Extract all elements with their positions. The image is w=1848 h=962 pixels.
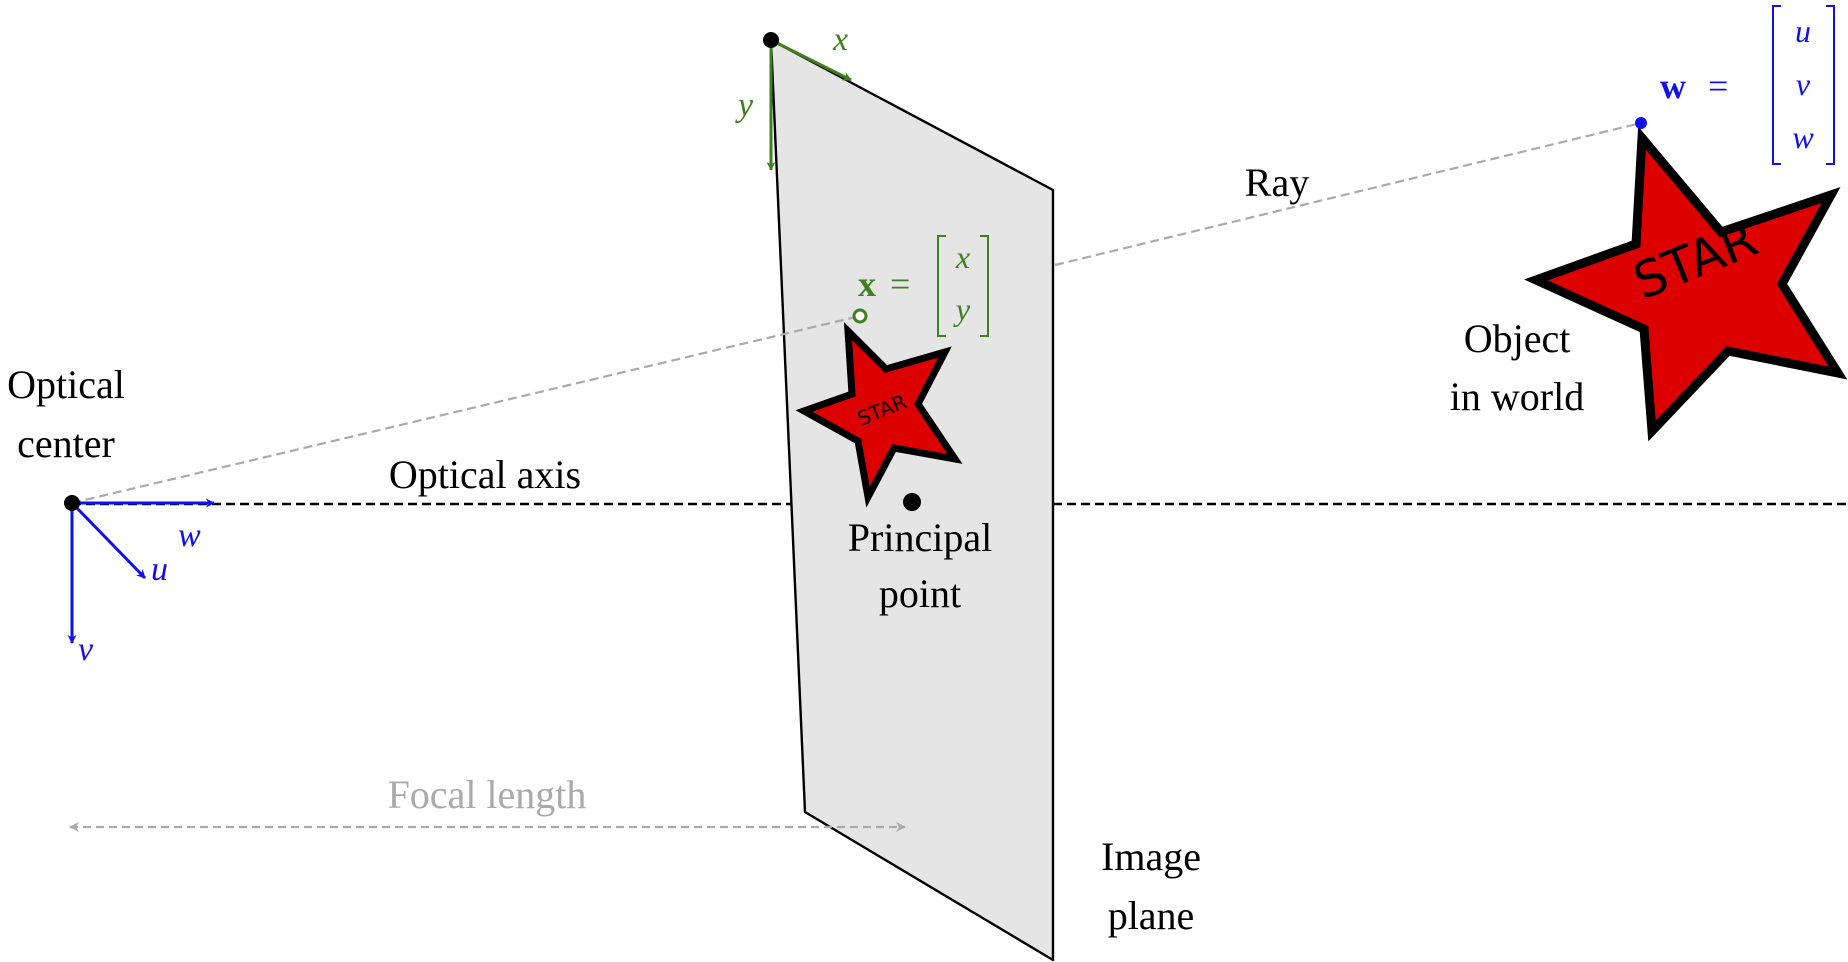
world-vector-v: v: [1796, 66, 1811, 102]
principal-point-label-line1: Principal: [848, 515, 992, 560]
world-vector-right-bracket: [1826, 5, 1835, 165]
image-star: STAR: [795, 321, 963, 508]
ray-line-outer: [1054, 121, 1642, 267]
image-point-vector: x = x y: [858, 235, 989, 337]
image-point-equals: =: [890, 264, 910, 304]
world-point-vector: w = u v w: [1660, 5, 1835, 165]
world-vector-left-bracket: [1772, 5, 1781, 165]
ray-line-inner: [71, 314, 861, 505]
world-point-symbol: w: [1660, 66, 1686, 106]
image-vector-y: y: [953, 291, 971, 327]
world-vector-u: u: [1795, 13, 1811, 49]
image-vector-right-bracket: [980, 235, 989, 337]
world-vector-w: w: [1792, 119, 1814, 155]
principal-point-dot: [903, 493, 921, 511]
image-plane-label-line1: Image: [1101, 834, 1201, 879]
camera-u-axis-arrow: [70, 501, 147, 580]
world-star: STAR: [1524, 126, 1848, 442]
optical-axis-label: Optical axis: [389, 452, 581, 497]
principal-point-label-line2: point: [879, 571, 961, 616]
image-point-symbol: x: [858, 264, 876, 304]
image-plane-label-line2: plane: [1108, 893, 1195, 938]
camera-w-axis-label: w: [178, 517, 201, 554]
image-vector-left-bracket: [937, 235, 946, 337]
optical-center-label-line2: center: [17, 421, 115, 466]
image-point-dot: [852, 308, 868, 324]
image-y-axis-label: y: [735, 87, 754, 124]
image-x-axis-arrow: [770, 38, 852, 82]
world-point-equals: =: [1708, 66, 1728, 106]
optical-center-label-line1: Optical: [7, 362, 125, 407]
image-origin-dot: [763, 32, 779, 48]
ray-label: Ray: [1245, 160, 1309, 205]
image-vector-x: x: [955, 239, 970, 275]
object-in-world-label-line1: Object: [1464, 316, 1571, 361]
focal-length-label: Focal length: [388, 772, 587, 817]
camera-v-axis-label: v: [78, 631, 94, 668]
camera-u-axis-label: u: [151, 551, 168, 588]
optical-center-dot: [64, 495, 80, 511]
image-x-axis-label: x: [832, 21, 848, 58]
object-in-world-label-line2: in world: [1450, 374, 1584, 419]
world-point-dot: [1635, 117, 1647, 129]
